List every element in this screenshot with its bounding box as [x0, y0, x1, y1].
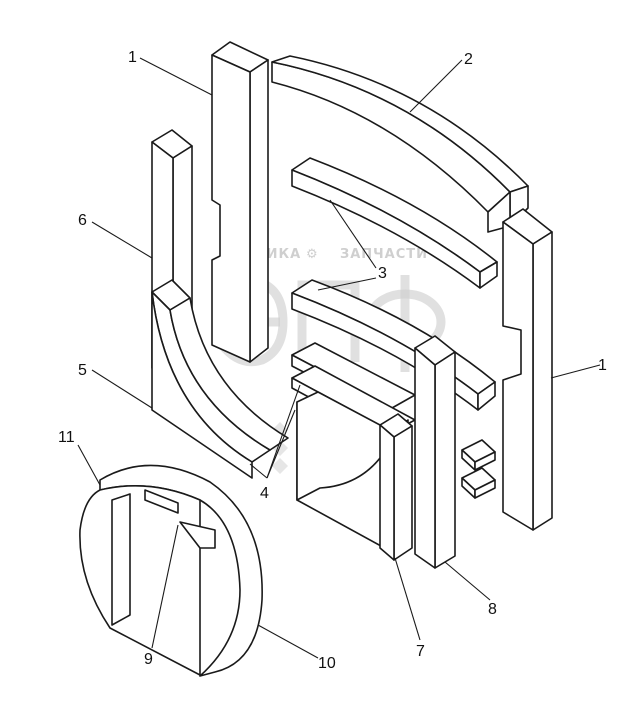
part-5-curved-plate — [151, 279, 289, 479]
callout-numbers: 1 2 3 6 1 5 11 4 8 9 7 10 — [58, 49, 607, 672]
part-lower-bar-a — [461, 439, 496, 471]
part-8-post — [414, 335, 456, 569]
part-7-front-post — [379, 413, 413, 561]
gear-icon: ⚙ — [306, 247, 319, 262]
part-10-horseshoe-ring — [79, 464, 263, 677]
callout-11: 11 — [58, 429, 75, 446]
part-lower-bar-b — [461, 467, 496, 499]
callout-1-right: 1 — [598, 357, 607, 374]
callout-1-top: 1 — [128, 49, 137, 66]
callout-5: 5 — [78, 362, 87, 379]
leader-lines — [77, 57, 601, 659]
watermark-text-right: ЗАПЧАСТИ — [340, 247, 428, 262]
callout-9: 9 — [144, 651, 153, 668]
part-3-short-curved-bar — [291, 157, 498, 289]
part-1-tall-post — [211, 41, 269, 363]
callout-3: 3 — [378, 265, 387, 282]
callout-4: 4 — [260, 485, 269, 502]
callout-6: 6 — [78, 212, 87, 229]
part-1-right-post — [502, 208, 553, 531]
callout-2: 2 — [464, 51, 473, 68]
callout-7: 7 — [416, 643, 425, 660]
callout-10: 10 — [318, 655, 336, 672]
callout-8: 8 — [488, 601, 497, 618]
